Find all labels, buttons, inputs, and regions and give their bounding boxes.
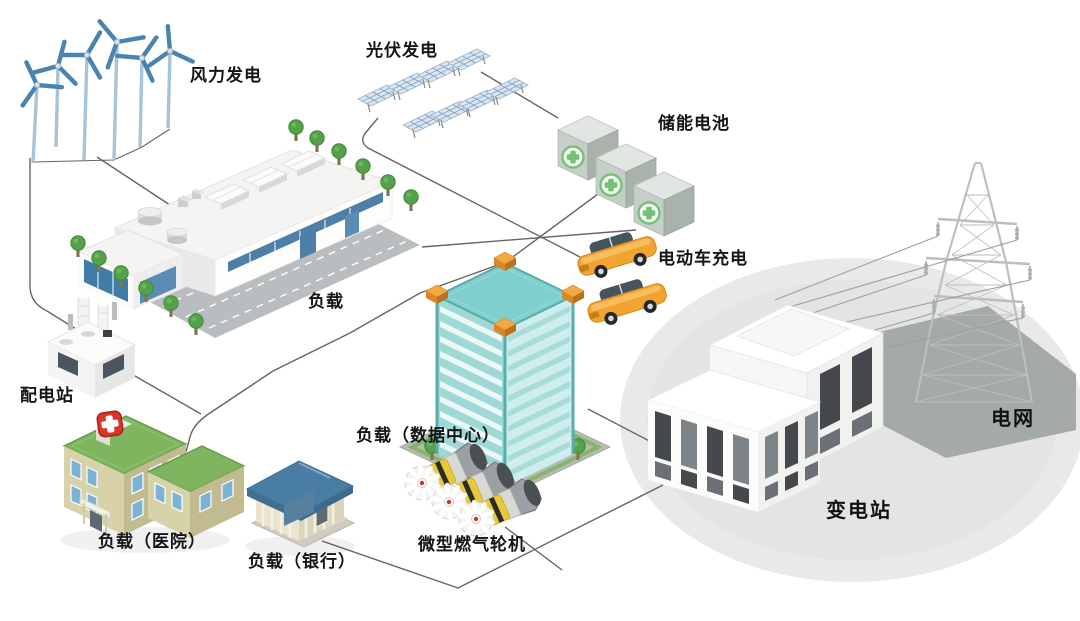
label-load-bank: 负载（银行） bbox=[248, 551, 356, 571]
line-solar-battery bbox=[480, 71, 559, 119]
label-micro-gas-turbine: 微型燃气轮机 bbox=[417, 534, 526, 554]
office-glass bbox=[84, 259, 128, 302]
line-wind-bases bbox=[32, 128, 171, 163]
transmission-tower bbox=[914, 162, 1034, 403]
wind-farm bbox=[20, 19, 195, 164]
hospital-building bbox=[60, 410, 246, 553]
label-wind: 风力发电 bbox=[190, 65, 262, 85]
diagram-labels: 风力发电 光伏发电 储能电池 电动车充电 负载 配电站 负载（医院） 负载（银行… bbox=[20, 40, 1035, 571]
label-ev-charging: 电动车充电 bbox=[658, 248, 748, 268]
distribution-station bbox=[46, 293, 137, 398]
label-load-factory: 负载 bbox=[308, 291, 344, 311]
wind-turbine-rotors bbox=[20, 19, 195, 108]
label-power-grid: 电网 bbox=[991, 407, 1035, 430]
label-load-datacenter: 负载（数据中心） bbox=[356, 425, 500, 445]
factory-building bbox=[76, 149, 420, 338]
label-storage: 储能电池 bbox=[658, 113, 730, 133]
label-solar: 光伏发电 bbox=[365, 40, 438, 60]
line-distribution-junction bbox=[127, 371, 202, 415]
distribution-window bbox=[58, 352, 78, 376]
line-solar-ev bbox=[362, 117, 581, 258]
label-load-hospital: 负载（医院） bbox=[98, 531, 206, 551]
line-bank-substation bbox=[321, 484, 664, 589]
datacenter-building bbox=[398, 251, 612, 498]
distribution-window bbox=[103, 354, 124, 379]
factory-window-strip bbox=[228, 192, 383, 272]
bank-building bbox=[245, 460, 356, 556]
ev-cars bbox=[572, 224, 671, 332]
label-distribution: 配电站 bbox=[20, 385, 74, 405]
red-cross-sign bbox=[96, 410, 124, 438]
label-substation: 变电站 bbox=[826, 498, 892, 522]
storage-batteries bbox=[556, 114, 696, 238]
line-datacenter-substation bbox=[587, 408, 660, 447]
connection-lines bbox=[29, 71, 664, 589]
line-turbine-substation bbox=[504, 526, 563, 571]
line-factory-battery bbox=[421, 229, 637, 248]
substation-building bbox=[646, 304, 885, 512]
line-wind-distribution bbox=[29, 158, 77, 330]
solar-array bbox=[357, 48, 529, 139]
line-wind-factory bbox=[96, 156, 171, 206]
roof-tanks bbox=[137, 189, 205, 244]
line-battery-hospital bbox=[185, 193, 599, 453]
